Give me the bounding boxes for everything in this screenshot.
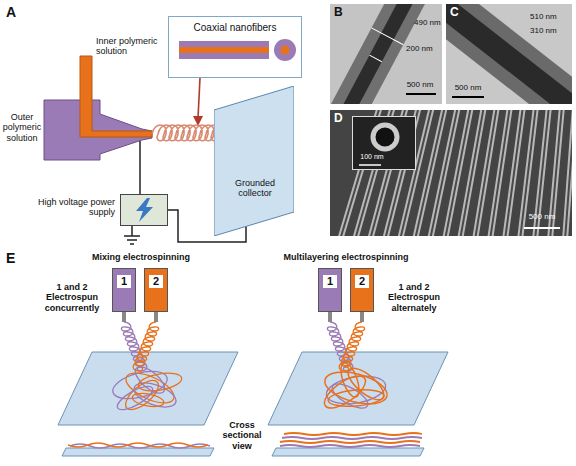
part-label: Outer polymeric solution <box>0 112 44 143</box>
syringe-number: 2 <box>355 275 369 288</box>
collector-plate <box>268 352 448 425</box>
fiber-shell-section <box>274 39 296 61</box>
cross-section-layer <box>280 445 420 447</box>
node-art <box>353 117 415 169</box>
panel-letter: C <box>450 6 459 20</box>
nanotube-lumen <box>430 110 458 236</box>
needle <box>328 312 332 322</box>
power-supply-box: High voltage power supply <box>120 194 168 226</box>
ground-symbol <box>130 243 134 245</box>
high-voltage-wire <box>139 141 141 194</box>
cross-section-fibers <box>68 443 208 447</box>
scale-bar <box>524 227 560 229</box>
fiber <box>446 4 572 104</box>
needle <box>360 312 364 322</box>
fiber-shell <box>179 41 269 59</box>
sem-image: D 500 nm 100 nm <box>330 110 572 236</box>
nanotube <box>565 110 572 236</box>
cross-section-substrate <box>272 448 424 456</box>
cross-section-layer <box>284 433 422 435</box>
panel-letter: B <box>334 6 343 20</box>
fiber-tangle <box>337 361 362 400</box>
fiber-tangle <box>327 388 384 409</box>
panel-letter: D <box>334 112 343 126</box>
nanotube <box>415 110 445 236</box>
syringe: 1 <box>112 268 136 312</box>
fiber-tangle <box>137 370 183 393</box>
dimension-label: 490 nm <box>414 18 442 27</box>
scale-label: 500 nm <box>402 80 438 89</box>
syringe-number: 2 <box>149 275 163 288</box>
scale-label: 100 nm <box>355 153 389 161</box>
collector-plate: Grounded collector <box>214 86 294 236</box>
node-art <box>214 86 294 236</box>
syringe: 1 <box>318 268 342 312</box>
nanotube <box>430 110 458 236</box>
cross-section-layer <box>282 437 422 439</box>
tem-image: C 510 nm 310 nm 500 nm <box>446 4 572 104</box>
tube-cross-section <box>373 125 397 149</box>
tem-image: B 490 nm 200 nm 500 nm <box>330 4 442 104</box>
dimension-line <box>371 28 403 45</box>
scale-bar <box>452 96 484 98</box>
fiber-core <box>446 4 572 104</box>
sem-inset: 100 nm <box>352 116 416 170</box>
method-title: Mixing electrospinning <box>76 252 206 262</box>
ground-symbol <box>124 235 140 237</box>
scale-bar <box>406 93 436 95</box>
nanotube-lumen <box>565 110 572 236</box>
syringe: 2 <box>350 268 374 312</box>
cross-section-substrate <box>62 448 214 456</box>
dimension-label: 310 nm <box>530 26 570 35</box>
syringe: 2 <box>144 268 168 312</box>
scale-label: 500 nm <box>520 212 564 221</box>
method-title: Multilayering electrospinning <box>266 252 426 262</box>
pointer-arrow <box>198 78 200 118</box>
collector-outline <box>214 86 294 236</box>
part-label: Inner polymeric solution <box>96 36 166 57</box>
fiber-core <box>179 47 269 53</box>
scale-bar <box>359 164 381 166</box>
fiber-shell <box>446 4 572 104</box>
method-note: 1 and 2 Electrospun concurrently <box>36 282 108 313</box>
scale-label: 500 nm <box>450 83 486 92</box>
dimension-line <box>369 55 381 62</box>
method-note: 1 and 2 Electrospun alternately <box>378 282 450 313</box>
lightning-symbol <box>136 198 153 222</box>
cross-section-layer <box>280 441 420 443</box>
panel-letter: A <box>6 4 16 20</box>
ground-wire <box>131 226 133 236</box>
device-label: Grounded collector <box>220 178 290 199</box>
inner-solution-tube <box>80 56 152 137</box>
device-label: High voltage power supply <box>25 197 115 218</box>
dimension-label: 200 nm <box>406 44 440 53</box>
collector-plate <box>58 352 238 425</box>
outer-solution-reservoir <box>44 100 152 160</box>
fiber-tangle <box>131 391 165 408</box>
panel-letter: E <box>6 250 15 266</box>
fiber-tangle <box>131 378 179 412</box>
needle <box>154 312 158 322</box>
inset-box: Coaxial nanofibers <box>168 16 302 78</box>
syringe-number: 1 <box>323 275 337 288</box>
inset-title: Coaxial nanofibers <box>171 22 299 34</box>
node-art <box>121 195 167 225</box>
syringe-number: 1 <box>117 275 131 288</box>
fiber-jet <box>133 322 159 371</box>
dimension-label: 510 nm <box>530 12 570 21</box>
fiber-core-section <box>281 46 290 55</box>
nanotube-lumen <box>415 110 445 236</box>
needle <box>122 312 126 322</box>
ground-symbol <box>127 239 137 241</box>
view-label: Cross sectional view <box>212 420 272 451</box>
fiber-tangle <box>114 382 156 414</box>
fiber-tangle <box>131 362 169 397</box>
